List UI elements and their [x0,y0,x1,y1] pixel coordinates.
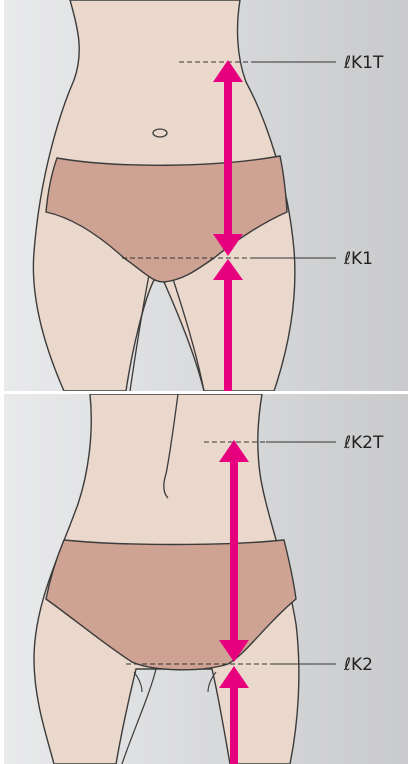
measurement-arrow-shaft [224,78,232,238]
label-k2t: ℓK2T [343,433,384,453]
measurement-arrow-shaft [230,458,238,644]
label-k2: ℓK2 [343,655,373,675]
measurement-arrow-shaft [224,276,232,391]
k2-diagram: ℓK2T ℓK2 [4,394,408,764]
k1-diagram: ℓK1T ℓK1 [4,0,408,391]
measurement-panel-k1: ℓK1T ℓK1 [4,0,408,391]
label-k1: ℓK1 [343,249,373,269]
measurement-panel-k2: ℓK2T ℓK2 [4,394,408,764]
label-k1t: ℓK1T [343,53,384,73]
measurement-arrow-shaft [230,684,238,764]
